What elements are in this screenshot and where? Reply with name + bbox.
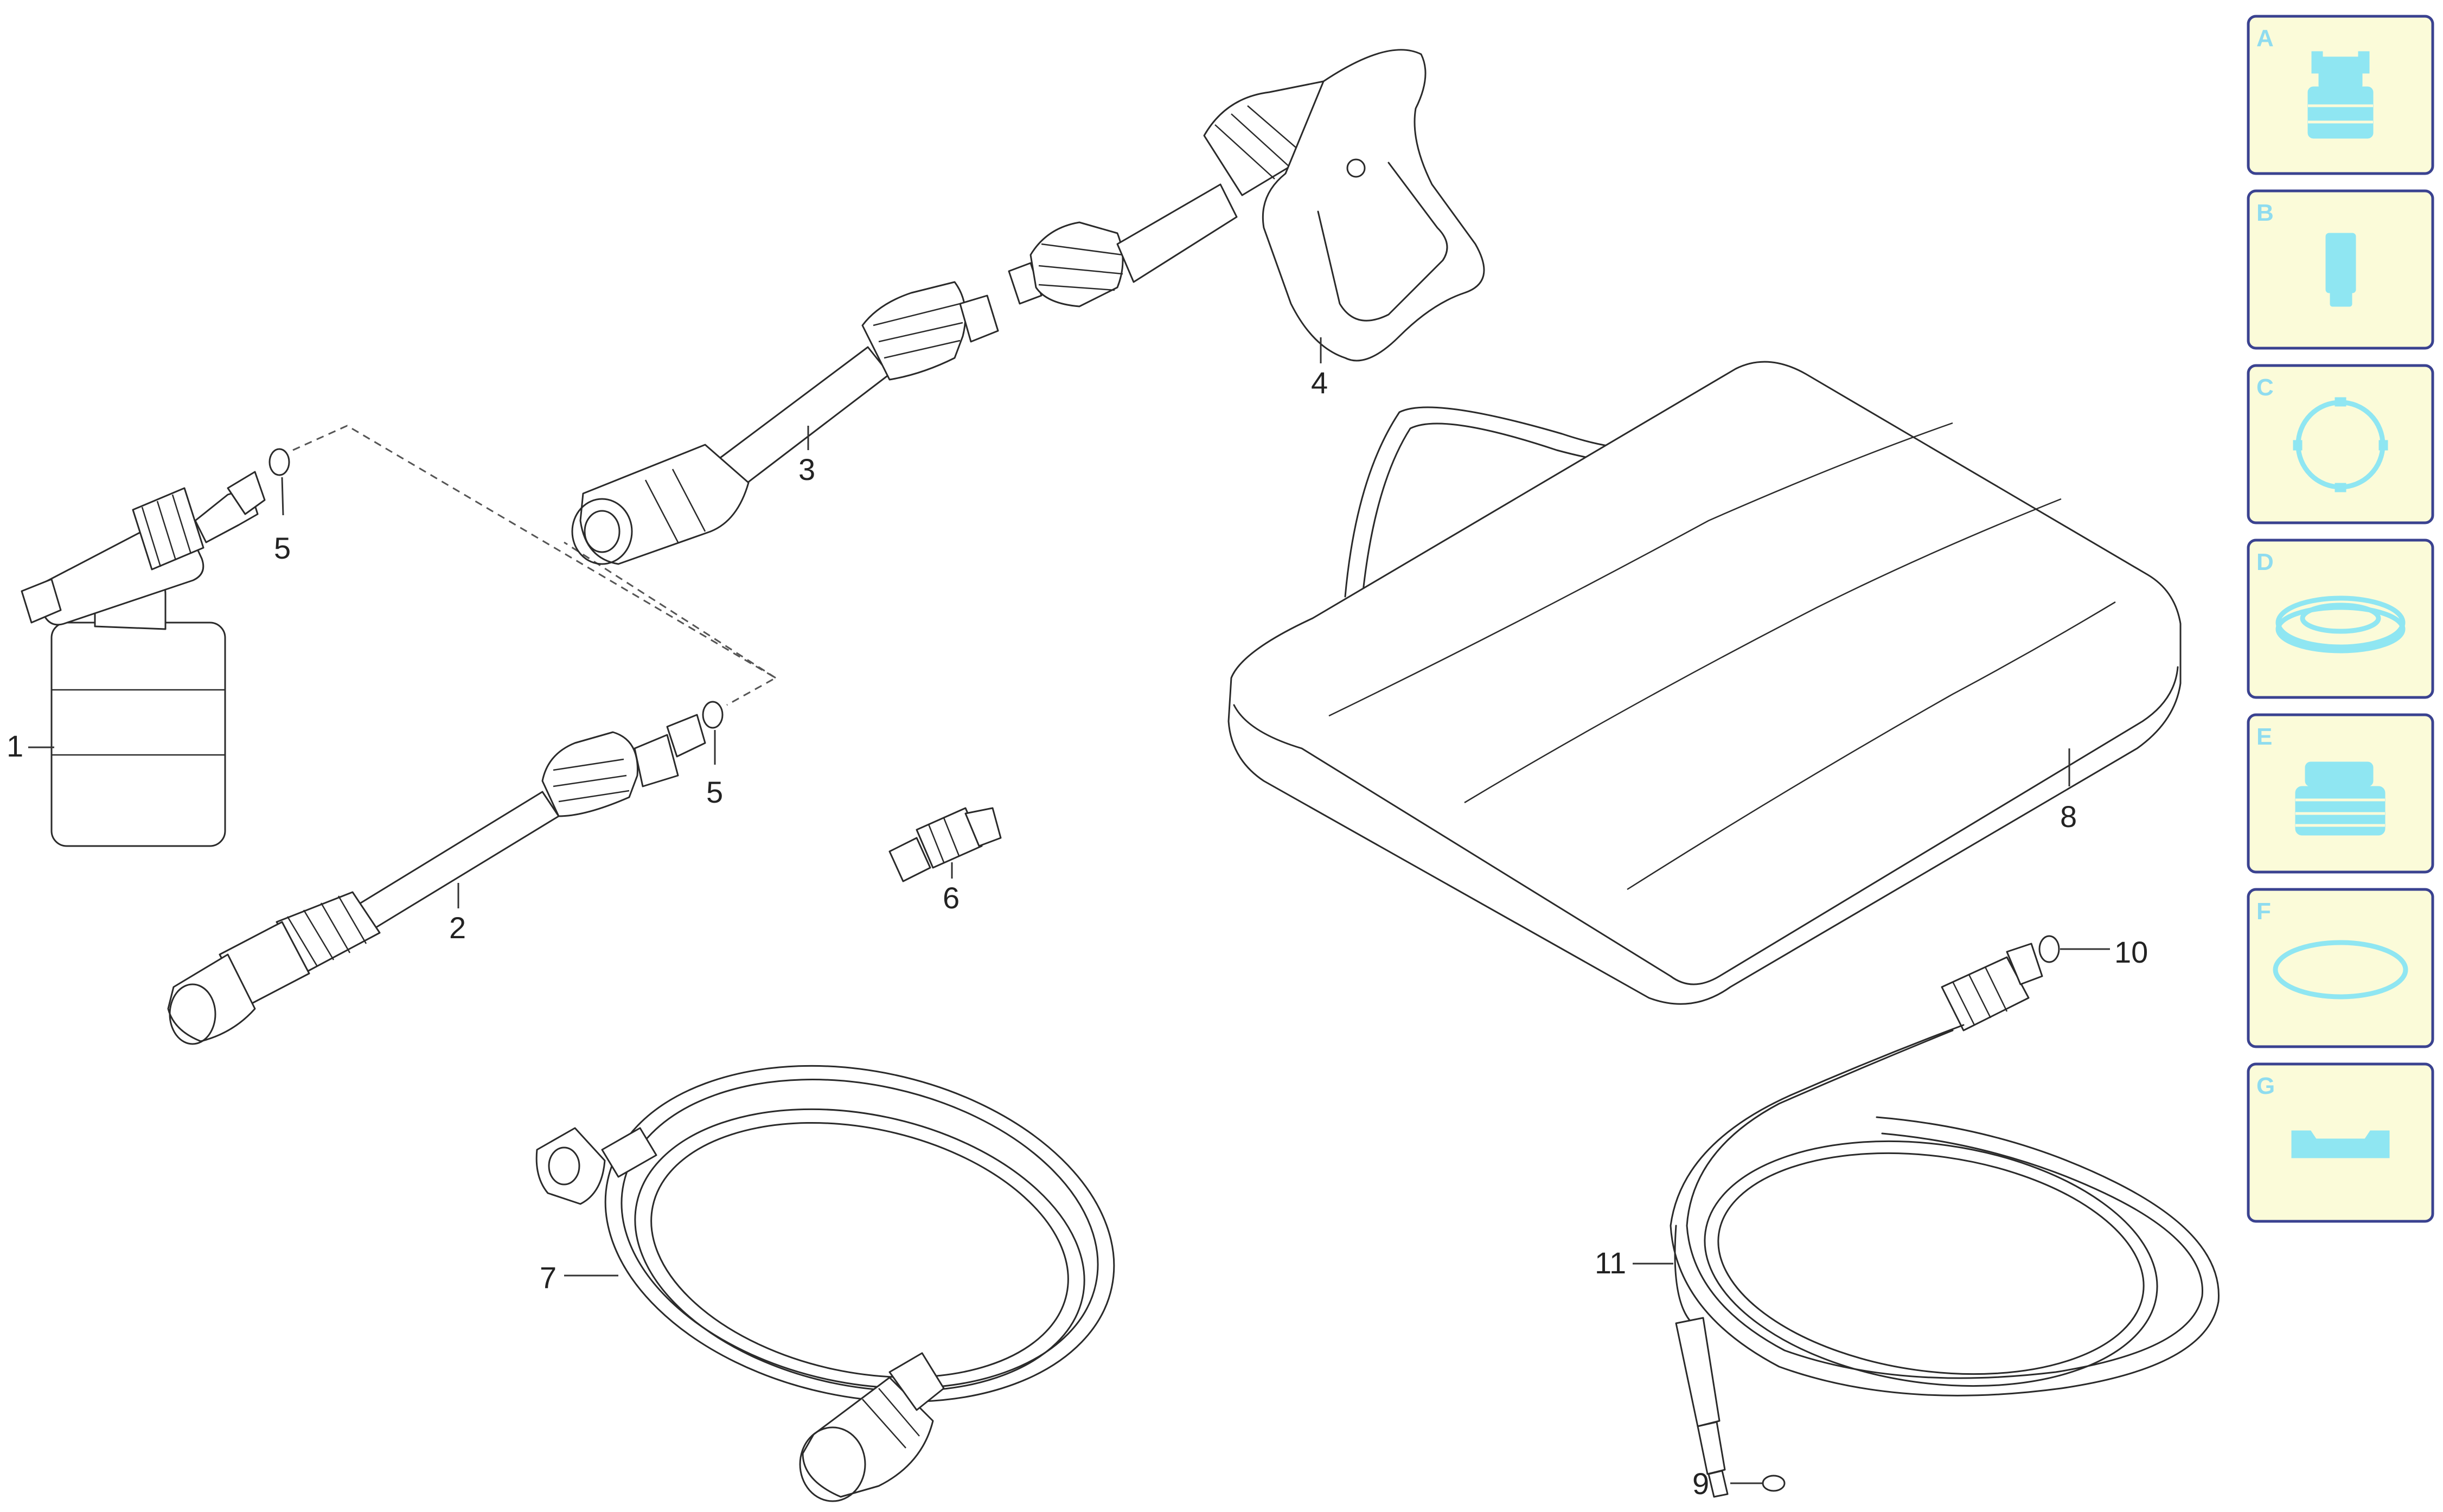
callout-9: 9 [1692, 1466, 1709, 1501]
legend-tile-a[interactable]: A [2247, 15, 2434, 175]
callout-7: 7 [540, 1260, 557, 1295]
part-7-hose[interactable] [535, 1021, 1146, 1502]
part-3-extension-lance[interactable] [571, 281, 999, 565]
callout-5-upper: 5 [274, 531, 291, 565]
part-11-high-pressure-hose[interactable] [1670, 943, 2220, 1498]
callout-11: 11 [1595, 1246, 1626, 1280]
callout-2: 2 [449, 911, 466, 945]
part-6-adapter[interactable] [888, 807, 1002, 882]
legend-tile-c[interactable]: C [2247, 364, 2434, 524]
legend-letter-g: G [2256, 1073, 2275, 1099]
clip-plate-icon [2291, 1130, 2390, 1158]
legend-letter-b: B [2256, 200, 2274, 226]
flat-washer-icon [2275, 595, 2406, 654]
callout-1: 1 [7, 729, 23, 763]
callout-6: 6 [943, 881, 960, 915]
part-10-o-ring[interactable] [2038, 935, 2060, 963]
nozzle-cap-icon [2307, 51, 2374, 139]
part-8-storage-bag[interactable] [1227, 361, 2182, 1005]
part-2-spray-lance[interactable] [167, 714, 706, 1045]
legend-letter-f: F [2256, 898, 2271, 925]
legend-letter-a: A [2256, 25, 2274, 52]
legend-tile-e[interactable]: E [2247, 713, 2434, 874]
ring-with-lugs-icon [2293, 397, 2388, 492]
legend-letter-e: E [2256, 723, 2272, 750]
callout-8: 8 [2060, 799, 2077, 834]
legend-tile-f[interactable]: F [2247, 888, 2434, 1048]
assembly-guide-line [292, 425, 778, 706]
o-ring-icon [2273, 940, 2408, 1000]
cylinder-insert-icon [2325, 233, 2356, 307]
legend-letter-c: C [2256, 374, 2274, 401]
callout-4: 4 [1311, 366, 1328, 400]
part-1-detergent-bottle[interactable] [21, 471, 266, 847]
legend-letter-d: D [2256, 549, 2274, 575]
legend-tile-b[interactable]: B [2247, 189, 2434, 350]
legend-tile-d[interactable]: D [2247, 539, 2434, 699]
part-5-o-ring-lower[interactable] [702, 701, 724, 729]
legend-tile-g[interactable]: G [2247, 1062, 2434, 1223]
callout-5-lower: 5 [706, 775, 723, 809]
callout-10: 10 [2114, 935, 2148, 969]
part-4-trigger-gun[interactable] [1008, 49, 1485, 362]
part-5-o-ring-upper[interactable] [268, 448, 290, 476]
callout-3: 3 [798, 452, 815, 486]
ribbed-sleeve-icon [2295, 761, 2386, 836]
part-9-o-ring[interactable] [1762, 1475, 1786, 1492]
